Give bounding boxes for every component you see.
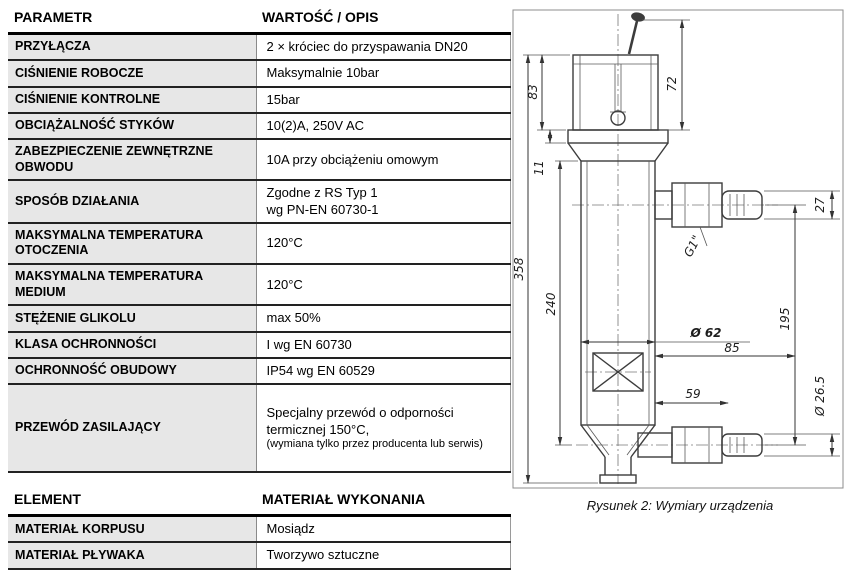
param-value: Maksymalnie 10bar bbox=[256, 60, 511, 88]
bottom-base bbox=[599, 474, 637, 484]
table-row: MATERIAŁ PŁYWAKA Tworzywo sztuczne bbox=[8, 542, 511, 570]
dim-label-358: 358 bbox=[512, 257, 526, 280]
param-name: STĘŻENIE GLIKOLU bbox=[8, 305, 257, 333]
table-row: OCHRONNOŚĆ OBUDOWY IP54 wg EN 60529 bbox=[8, 357, 511, 386]
dim-label-dia265: Ø 26.5 bbox=[813, 376, 827, 417]
param-value: 10A przy obciążeniu omowym bbox=[256, 139, 511, 182]
table-row: SPOSÓB DZIAŁANIA Zgodne z RS Typ 1 wg PN… bbox=[8, 180, 511, 224]
figure-frame bbox=[512, 9, 844, 489]
param-value: max 50% bbox=[256, 305, 511, 333]
table-row: KLASA OCHRONNOŚCI I wg EN 60730 bbox=[8, 331, 511, 359]
table-header-row: PARAMETR WARTOŚĆ / OPIS bbox=[8, 3, 511, 35]
param-value: 10(2)A, 250V AC bbox=[256, 112, 511, 141]
dim-label-85: 85 bbox=[724, 341, 739, 355]
param-value: 15bar bbox=[256, 86, 511, 114]
dim-label-11: 11 bbox=[532, 160, 546, 175]
table-header-row: ELEMENT MATERIAŁ WYKONANIA bbox=[8, 485, 511, 518]
lever-knob bbox=[631, 12, 645, 22]
param-value-note: (wymiana tylko przez producenta lub serw… bbox=[266, 437, 483, 450]
dim-label-27: 27 bbox=[813, 197, 827, 213]
table-row: CIŚNIENIE KONTROLNE 15bar bbox=[8, 86, 511, 114]
table-row: MAKSYMALNA TEMPERATURA MEDIUM 120°C bbox=[8, 264, 511, 307]
dim-label-dia62: Ø 62 bbox=[689, 326, 721, 340]
table-row: ZABEZPIECZENIE ZEWNĘTRZNE OBWODU 10A prz… bbox=[8, 139, 511, 182]
materials-table: ELEMENT MATERIAŁ WYKONANIA MATERIAŁ KORP… bbox=[8, 485, 511, 570]
param-name: MATERIAŁ PŁYWAKA bbox=[8, 542, 257, 570]
param-name: CIŚNIENIE KONTROLNE bbox=[8, 86, 257, 114]
dim-label-72: 72 bbox=[665, 76, 679, 91]
dim-label-83: 83 bbox=[526, 84, 540, 99]
column-header-element: ELEMENT bbox=[8, 485, 256, 518]
param-value: I wg EN 60730 bbox=[256, 331, 511, 359]
param-value: Zgodne z RS Typ 1 wg PN-EN 60730-1 bbox=[256, 180, 511, 224]
dim-label-59: 59 bbox=[685, 387, 700, 401]
param-name: MAKSYMALNA TEMPERATURA OTOCZENIA bbox=[8, 222, 257, 266]
param-name: ZABEZPIECZENIE ZEWNĘTRZNE OBWODU bbox=[8, 139, 257, 182]
table-row: MAKSYMALNA TEMPERATURA OTOCZENIA 120°C bbox=[8, 222, 511, 266]
param-value: IP54 wg EN 60529 bbox=[256, 357, 511, 386]
param-name: OBCIĄŻALNOŚĆ STYKÓW bbox=[8, 112, 257, 141]
dimension-labels: 358 83 11 240 72 27 G1" Ø 62 85 195 59 Ø… bbox=[512, 76, 827, 417]
param-name: MATERIAŁ KORPUSU bbox=[8, 515, 257, 544]
float-symbol bbox=[592, 352, 644, 392]
param-name: SPOSÓB DZIAŁANIA bbox=[8, 180, 257, 224]
dim-label-195: 195 bbox=[778, 308, 792, 331]
param-name: PRZYŁĄCZA bbox=[8, 33, 257, 62]
param-value: Specjalny przewód o odporności termiczne… bbox=[256, 384, 511, 474]
technical-drawing: 358 83 11 240 72 27 G1" Ø 62 85 195 59 Ø… bbox=[512, 9, 844, 489]
param-name: OCHRONNOŚĆ OBUDOWY bbox=[8, 357, 257, 386]
param-value-main: Specjalny przewód o odporności termiczne… bbox=[266, 405, 454, 437]
param-value: Mosiądz bbox=[256, 515, 511, 544]
param-value: Tworzywo sztuczne bbox=[256, 542, 511, 570]
table-row: CIŚNIENIE ROBOCZE Maksymalnie 10bar bbox=[8, 60, 511, 88]
dim-label-g1: G1" bbox=[681, 233, 704, 259]
parameters-table: PARAMETR WARTOŚĆ / OPIS PRZYŁĄCZA 2 × kr… bbox=[8, 3, 511, 474]
spec-tables: PARAMETR WARTOŚĆ / OPIS PRZYŁĄCZA 2 × kr… bbox=[8, 3, 511, 570]
param-value: 120°C bbox=[256, 264, 511, 307]
table-row: MATERIAŁ KORPUSU Mosiądz bbox=[8, 515, 511, 544]
param-value: 120°C bbox=[256, 222, 511, 266]
column-header-wartosc: WARTOŚĆ / OPIS bbox=[256, 3, 511, 35]
param-value: 2 × króciec do przyspawania DN20 bbox=[256, 33, 511, 62]
param-name: MAKSYMALNA TEMPERATURA MEDIUM bbox=[8, 264, 257, 307]
figure-caption: Rysunek 2: Wymiary urządzenia bbox=[586, 498, 774, 513]
column-header-material: MATERIAŁ WYKONANIA bbox=[256, 485, 511, 518]
lower-connection-pipe bbox=[721, 433, 763, 457]
upper-connection-pipe bbox=[721, 190, 763, 220]
column-header-parametr: PARAMETR bbox=[8, 3, 256, 35]
table-row: PRZEWÓD ZASILAJĄCY Specjalny przewód o o… bbox=[8, 384, 511, 474]
dim-label-240: 240 bbox=[544, 292, 558, 315]
param-name: PRZEWÓD ZASILAJĄCY bbox=[8, 384, 257, 474]
table-row: OBCIĄŻALNOŚĆ STYKÓW 10(2)A, 250V AC bbox=[8, 112, 511, 141]
table-row: PRZYŁĄCZA 2 × króciec do przyspawania DN… bbox=[8, 33, 511, 62]
table-row: STĘŻENIE GLIKOLU max 50% bbox=[8, 305, 511, 333]
param-name: CIŚNIENIE ROBOCZE bbox=[8, 60, 257, 88]
device-outline bbox=[567, 12, 763, 484]
param-name: KLASA OCHRONNOŚCI bbox=[8, 331, 257, 359]
dimension-lines bbox=[523, 19, 840, 484]
